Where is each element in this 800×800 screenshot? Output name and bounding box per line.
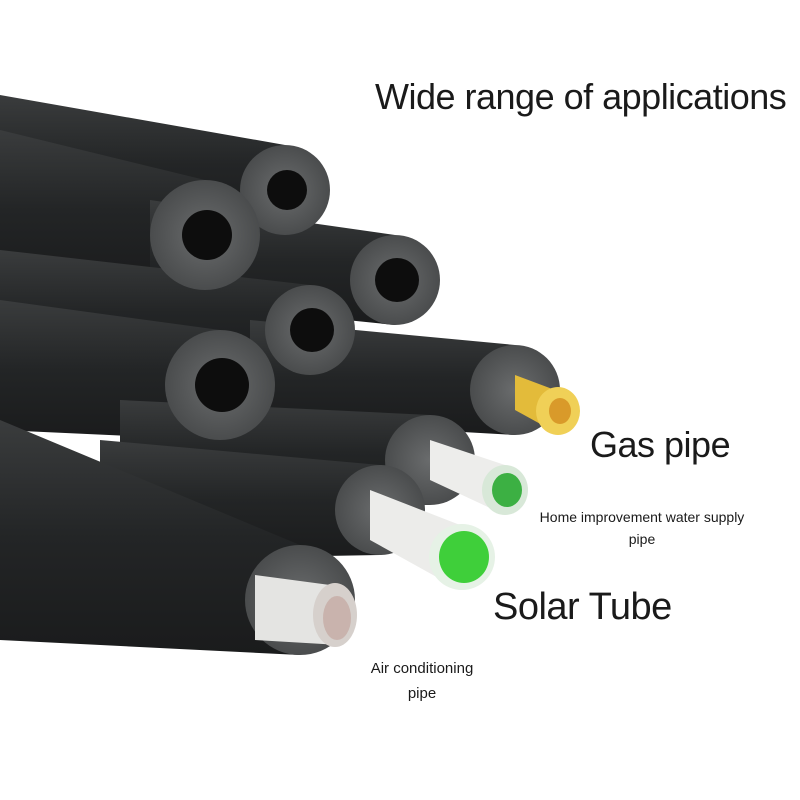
solar-tube-label: Solar Tube: [493, 586, 672, 628]
air-conditioning-pipe-end: [255, 575, 357, 647]
gas-pipe-end: [515, 375, 580, 435]
gas-pipe-label: Gas pipe: [590, 424, 731, 465]
foam-tube-ends: [150, 145, 560, 655]
air-conditioning-pipe-label: Air conditioning pipe: [370, 660, 474, 702]
page-heading: Wide range of applications: [375, 76, 787, 117]
solar-tube-pipe-end: [370, 490, 495, 590]
water-supply-pipe-label: Home improvement water supply pipe: [539, 509, 745, 547]
water-supply-pipe-end: [430, 440, 528, 515]
